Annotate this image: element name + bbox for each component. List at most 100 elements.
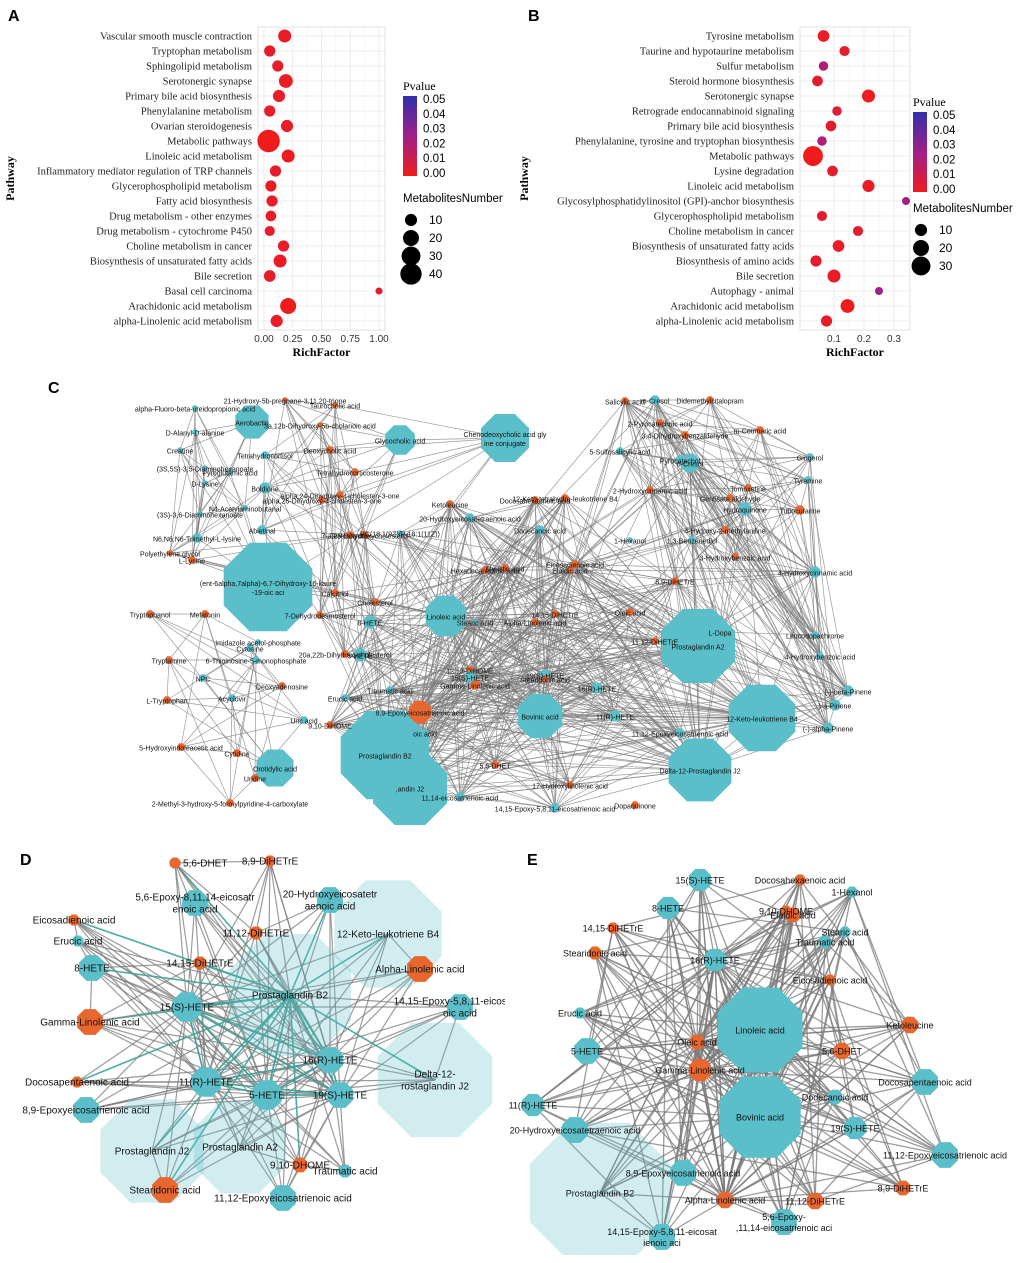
network-edge	[85, 1094, 341, 1111]
network-edge	[554, 640, 656, 809]
network-node	[491, 761, 499, 769]
y-tick-label: Vascular smooth muscle contraction	[100, 32, 253, 43]
network-node-label: 9,10-DiHOME	[308, 724, 352, 731]
y-tick-label: Choline metabolism in cancer	[668, 227, 794, 238]
network-edge	[76, 1081, 268, 1096]
network-edge	[624, 399, 656, 402]
legend-size-tick: 30	[429, 249, 443, 263]
network-node	[371, 598, 379, 606]
network-edge	[724, 529, 849, 692]
network-node-label: 1-Hexanol	[614, 539, 646, 546]
y-tick-label: Metabolic pathways	[709, 152, 794, 163]
network-edge	[89, 1021, 331, 1061]
network-edge	[724, 529, 816, 636]
network-node	[829, 699, 841, 711]
network-node	[336, 491, 344, 499]
network-edge	[824, 891, 853, 943]
network-edge	[579, 959, 716, 1014]
network-edge	[449, 503, 699, 647]
y-tick-label: Autophagy - animal	[710, 287, 794, 298]
y-tick-label: Fatty acid biosynthesis	[156, 197, 252, 208]
legend-size-tick: 40	[429, 267, 443, 281]
legend-size-circle	[400, 263, 422, 285]
legend-size-circle	[914, 223, 928, 237]
network-node-label: (3S)-3,6-Diaminohexanoate	[157, 513, 243, 520]
edge-group	[73, 860, 461, 1199]
network-edge	[469, 497, 566, 678]
network-node-label: Orotidylic acid	[253, 767, 297, 774]
network-edge	[459, 796, 556, 809]
network-edge	[73, 919, 268, 1096]
network-edge	[166, 659, 170, 701]
network-edge	[586, 879, 701, 1052]
network-edge	[264, 404, 336, 489]
network-edge	[339, 471, 356, 496]
network-edge	[459, 645, 699, 798]
network-edge	[504, 567, 536, 623]
network-node	[332, 402, 338, 408]
network-edge	[661, 907, 669, 1238]
network-edge	[474, 569, 486, 686]
network-edge	[374, 601, 541, 717]
network-edge	[649, 487, 749, 491]
network-node	[100, 1099, 204, 1203]
network-edge	[186, 1006, 268, 1096]
network-node	[671, 577, 679, 585]
y-tick-label: Biosynthesis of unsaturated fatty acids	[632, 242, 794, 253]
y-tick-label: Phenylalanine, tyrosine and tryptophan b…	[575, 137, 794, 148]
network-node-label: Tetrahydrocortisol	[237, 454, 293, 461]
network-edge	[164, 1094, 341, 1191]
network-node	[651, 637, 659, 645]
network-edge	[534, 621, 616, 717]
network-node-label: Tyramine	[794, 479, 823, 486]
network-node-label: 20a,22b-Dihydroxycholesterol	[299, 653, 392, 660]
network-node-label: Delta-12-Prostaglandin J2	[660, 769, 741, 776]
network-edge	[649, 489, 676, 582]
network-edge	[419, 711, 701, 771]
network-edge	[783, 1096, 836, 1223]
network-node	[716, 1191, 734, 1209]
data-point	[812, 75, 823, 87]
network-edge	[649, 489, 849, 692]
network-node-label: 11(R)-HETE	[179, 1078, 234, 1089]
network-edge	[819, 655, 829, 729]
data-point	[257, 129, 280, 153]
network-edge	[204, 467, 231, 473]
network-edge	[319, 614, 447, 617]
network-edge	[469, 676, 571, 786]
network-edge	[389, 678, 546, 691]
network-edge	[612, 927, 716, 961]
network-edge	[574, 1129, 904, 1189]
network-edge	[596, 580, 676, 689]
network-node	[246, 644, 254, 652]
network-edge	[814, 1154, 946, 1202]
network-edge	[389, 689, 541, 717]
network-edge	[619, 429, 761, 452]
network-edge	[699, 879, 716, 961]
data-point	[265, 180, 277, 192]
network-node	[71, 1076, 83, 1088]
network-node-label: 5,6-DHET	[183, 859, 227, 870]
network-node	[771, 1209, 797, 1235]
network-node	[806, 453, 814, 461]
network-edge	[709, 399, 731, 499]
network-edge	[319, 614, 346, 655]
network-edge	[284, 399, 323, 501]
network-node-label: 15(S)-HETE	[675, 876, 724, 886]
network-node	[242, 505, 248, 511]
network-node-label: Dodecanoic acid	[514, 529, 566, 536]
network-node	[562, 1117, 588, 1143]
network-node	[680, 453, 700, 473]
network-edge	[384, 754, 701, 771]
network-edge	[469, 645, 699, 671]
network-edge	[445, 615, 701, 771]
network-node	[607, 922, 619, 934]
network-edge	[151, 1059, 331, 1152]
network-edge	[202, 677, 305, 721]
network-node-label: Erucic acid	[558, 1009, 602, 1019]
network-node-label: Tryptophanol	[130, 613, 171, 620]
y-tick-label: Sphingolipid metabolism	[146, 62, 252, 73]
network-edge	[594, 952, 663, 1238]
network-edge	[554, 613, 616, 717]
network-edge	[469, 517, 598, 689]
